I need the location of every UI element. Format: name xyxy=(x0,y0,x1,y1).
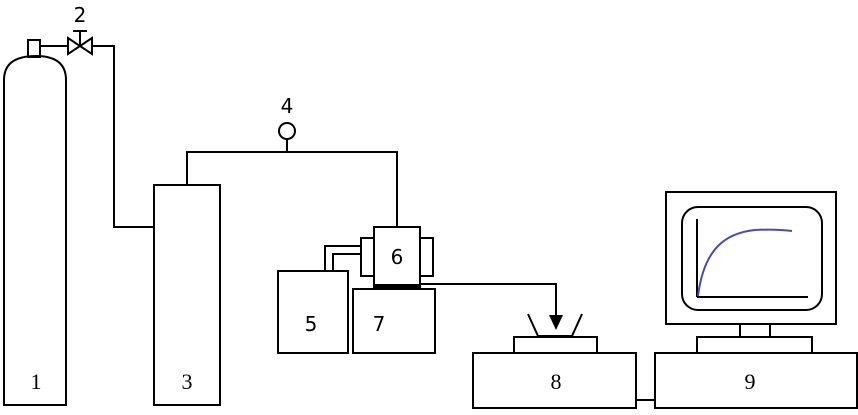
monitor-curve xyxy=(697,228,793,297)
label-cylinder: 1 xyxy=(31,369,42,394)
pipe-valve-to-tank xyxy=(92,45,154,228)
box-5 xyxy=(277,270,349,354)
arrow-down-icon xyxy=(549,315,563,330)
label-box-7: 7 xyxy=(373,312,386,336)
tube-5-to-cell-b xyxy=(332,253,361,271)
pipe-tank-to-cell xyxy=(186,151,398,227)
label-box-5: 5 xyxy=(305,312,318,336)
box-7 xyxy=(352,288,436,354)
signal-line-cell-to-balance xyxy=(420,283,557,315)
label-cell: 6 xyxy=(391,245,404,269)
label-valve: 2 xyxy=(74,3,87,27)
balance xyxy=(472,313,637,409)
gas-cylinder xyxy=(3,39,68,406)
computer xyxy=(654,191,858,409)
tube-5-to-cell-a xyxy=(324,245,361,271)
measurement-cell xyxy=(360,226,434,290)
label-tank: 3 xyxy=(182,369,193,394)
label-computer: 9 xyxy=(745,369,756,394)
pressure-gauge-icon xyxy=(278,122,296,140)
valve-icon xyxy=(67,30,93,56)
label-gauge: 4 xyxy=(281,94,294,118)
label-balance: 8 xyxy=(551,369,562,394)
